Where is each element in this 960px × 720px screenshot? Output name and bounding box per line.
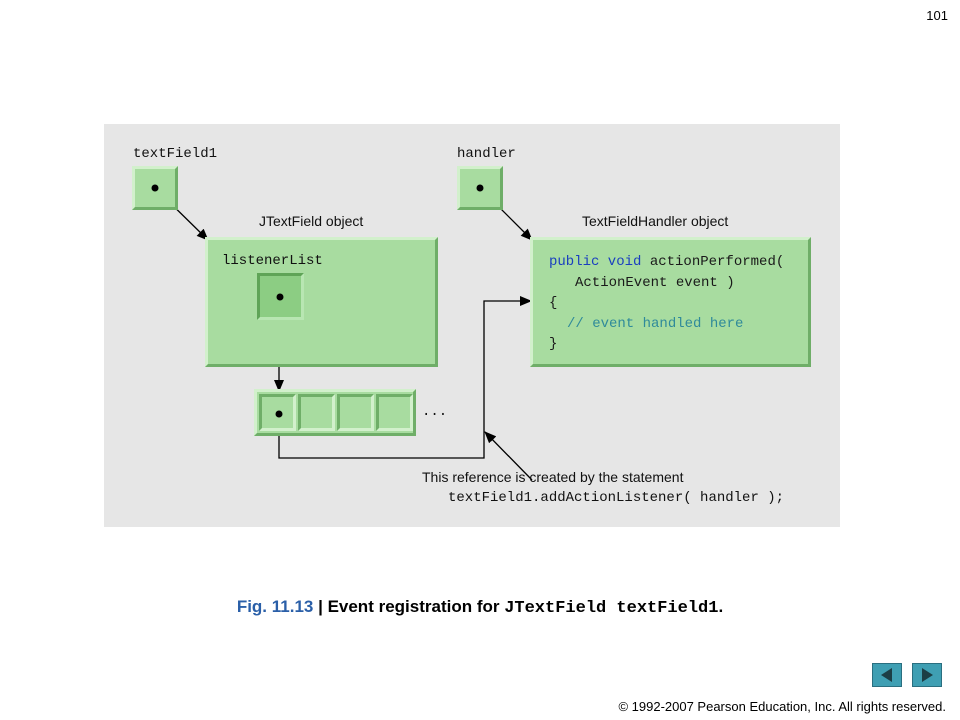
handler-object-box: public void actionPerformed( ActionEvent… (530, 237, 811, 367)
array-ellipsis: ... (422, 404, 448, 420)
textfield1-reference-box (132, 166, 178, 210)
textfield1-variable-label: textField1 (133, 146, 218, 162)
listenerlist-label: listenerList (222, 253, 323, 269)
jtextfield-object-box: listenerList (205, 237, 438, 367)
next-slide-button[interactable] (912, 663, 942, 687)
figure-number: Fig. 11.13 (236, 597, 314, 616)
handler-variable-label: handler (457, 146, 516, 162)
listenerlist-field (257, 273, 304, 320)
figure-caption: Fig. 11.13 | Event registration for JTex… (0, 597, 960, 618)
code-line-1: public void actionPerformed( (549, 254, 784, 270)
caption-separator: | (313, 597, 328, 616)
code-line-5: } (549, 336, 558, 352)
caption-code: JTextField textField1 (504, 599, 719, 618)
note-text: This reference is created by the stateme… (422, 469, 684, 485)
code-comment: // event handled here (567, 316, 744, 332)
diagram-panel: textField1 handler JTextField object lis… (104, 124, 840, 527)
note-statement: textField1.addActionListener( handler ); (448, 490, 785, 506)
array-cell-2 (337, 394, 374, 431)
array-to-handler-arrow (278, 296, 532, 459)
page-number: 101 (926, 8, 948, 23)
note-pointer-arrow (484, 431, 533, 481)
code-line-2: ActionEvent event ) (575, 275, 735, 291)
caption-period: . (718, 597, 724, 616)
caption-text: Event registration for (327, 597, 505, 616)
array-cell-0 (259, 394, 296, 431)
previous-slide-button[interactable] (872, 663, 902, 687)
array-cell-1 (298, 394, 335, 431)
copyright-notice: © 1992-2007 Pearson Education, Inc. All … (618, 699, 946, 714)
listener-array (254, 389, 416, 436)
code-line-3: { (549, 295, 558, 311)
left-arrow-icon (881, 668, 892, 682)
array-cell-3 (376, 394, 413, 431)
jtextfield-object-title: JTextField object (259, 213, 364, 229)
code-keywords: public void (549, 254, 642, 270)
handler-object-title: TextFieldHandler object (582, 213, 729, 229)
handler-reference-box (457, 166, 503, 210)
right-arrow-icon (922, 668, 933, 682)
code-method-name: actionPerformed( (641, 254, 785, 270)
